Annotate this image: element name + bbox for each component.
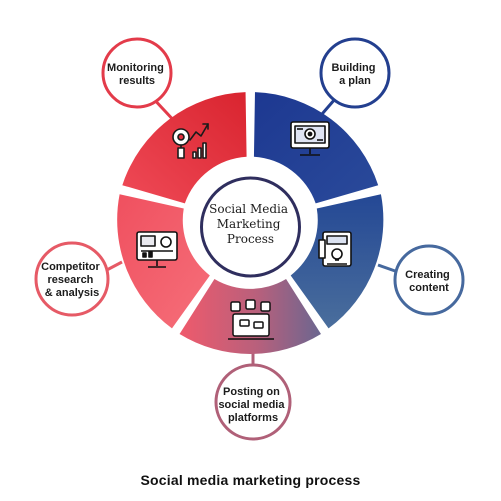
- step-competitor: Competitor research & analysis: [34, 241, 110, 317]
- segment-competitor: [117, 194, 210, 329]
- diagram-caption: Social media marketing process: [140, 472, 361, 488]
- content-creation-icon: [318, 231, 352, 267]
- svg-text:Social Media Marketing: Social Media Marketing Process: [209, 202, 292, 246]
- step-creating-line-1: Creating: [405, 269, 450, 281]
- step-monitoring-line-1: Monitoring: [107, 62, 164, 74]
- step-posting: Posting on social media platforms: [214, 363, 292, 441]
- step-posting-line-3: platforms: [228, 412, 278, 424]
- step-competitor-line-1: Competitor: [41, 261, 100, 273]
- research-dashboard-icon: [136, 231, 178, 268]
- center-title-line-2: Marketing: [217, 217, 281, 231]
- step-creating-line-2: content: [409, 282, 449, 294]
- step-posting-line-1: Posting on: [223, 386, 280, 398]
- svg-text:Competitor research: Competitor research & analysis: [41, 261, 103, 299]
- step-competitor-line-3: & analysis: [45, 287, 99, 299]
- step-building-line-1: Building: [331, 62, 375, 74]
- step-building-line-2: a plan: [339, 75, 371, 87]
- svg-text:Posting on social media: Posting on social media platforms: [218, 386, 287, 424]
- step-creating: Creating content: [393, 244, 465, 316]
- analytics-magnifier-icon: [172, 123, 209, 159]
- center-title-line-1: Social Media: [209, 202, 288, 216]
- step-monitoring: Monitoring results: [101, 37, 173, 109]
- social-laptop-icon: [228, 299, 274, 340]
- svg-text:Building a plan: Building a plan: [331, 62, 378, 87]
- connector-creating: [377, 263, 399, 274]
- planning-monitor-icon: [290, 121, 330, 156]
- step-monitoring-line-2: results: [119, 75, 155, 87]
- step-competitor-line-2: research: [48, 274, 94, 286]
- step-posting-line-2: social media: [218, 399, 285, 411]
- center-title-line-3: Process: [227, 232, 274, 246]
- svg-text:Creating content: Creating content: [405, 269, 453, 294]
- svg-text:Monitoring results: Monitoring results: [107, 62, 167, 87]
- center-circle: [200, 176, 301, 278]
- step-building: Building a plan: [319, 37, 391, 109]
